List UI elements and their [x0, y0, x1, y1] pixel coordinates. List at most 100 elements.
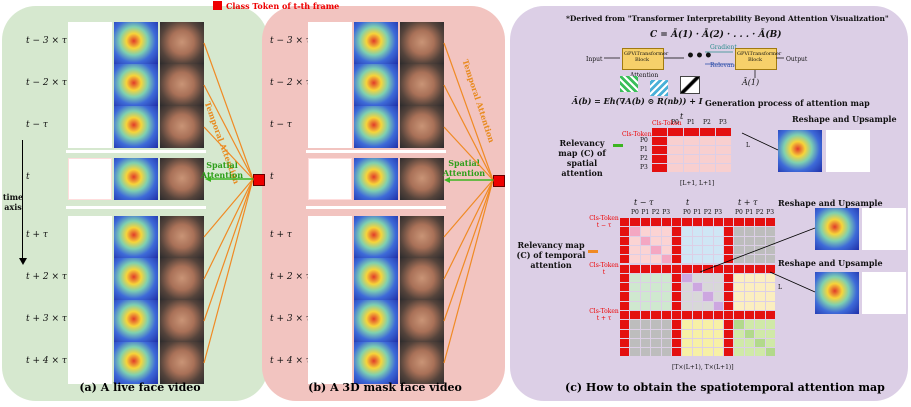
panel_b-landmark-frame-0 — [308, 22, 352, 64]
temporal-cell — [661, 320, 671, 329]
mask-class-token-node — [493, 175, 505, 187]
spatial-cell — [652, 164, 667, 172]
temporal-cell — [620, 236, 630, 245]
temporal-cell — [765, 245, 775, 255]
temporal-cell — [640, 283, 651, 292]
temporal-cell — [630, 273, 640, 283]
temporal-cell — [713, 218, 723, 227]
panel_b-row-label-0: t − 3 × τ — [270, 36, 311, 46]
temporal-cell — [755, 338, 765, 348]
temporal-cell — [692, 348, 703, 357]
panel_b-landmark-frame-3 — [308, 158, 352, 200]
temporal-cell — [640, 264, 651, 273]
temporal-cell — [672, 273, 682, 283]
spatial-cell — [700, 137, 715, 145]
temporal-cell — [755, 218, 765, 227]
panel_a-face-frame-0 — [160, 22, 204, 64]
temporal-cell — [713, 348, 723, 357]
panel_a-landmark-frame-2 — [68, 106, 112, 148]
temporal-cell — [692, 320, 703, 329]
temporal-cell — [661, 273, 671, 283]
panel_b-heatmap-frame-1 — [354, 64, 398, 106]
temporal-cell — [630, 320, 640, 329]
panel_a-row-label-4: t + τ — [26, 230, 48, 240]
temporal-cell — [724, 329, 734, 338]
spatial-cell — [668, 137, 683, 145]
temporal-cell — [744, 273, 755, 283]
temporal-cell — [672, 301, 682, 310]
attention-grid-1 — [620, 76, 638, 92]
panel_a-heatmap-frame-6 — [114, 300, 158, 342]
temporal-cell — [682, 283, 692, 292]
temporal-cell — [620, 218, 630, 227]
temporal-cell — [703, 311, 713, 320]
temporal-cell — [765, 236, 775, 245]
temporal-cell — [682, 311, 692, 320]
attention-grid-3 — [680, 76, 700, 94]
temporal-cell — [765, 301, 775, 310]
temporal-cell — [682, 218, 692, 227]
temporal-cls-row-2: Cls-Token t + τ — [589, 308, 619, 322]
spatial-col-patch-1: P1 — [687, 119, 695, 126]
temporal-cell — [734, 255, 744, 264]
panel_b-landmark-frame-1 — [308, 64, 352, 106]
spatial-dim-label: [L+1, L+1] — [680, 180, 715, 187]
temporal-cell — [724, 301, 734, 310]
temporal-orange-arrow — [588, 250, 598, 253]
temporal-cls-row-1: Cls-Token t — [589, 261, 619, 276]
temporal-cell — [724, 320, 734, 329]
temporal-cell — [640, 245, 651, 255]
temporal-cell — [682, 264, 692, 273]
temporal-landmark-output-2 — [862, 272, 906, 314]
panel_b-heatmap-frame-5 — [354, 258, 398, 300]
temporal-cell — [682, 301, 692, 310]
temporal-cell — [682, 273, 692, 283]
panel_a-separator-top — [66, 150, 206, 153]
temporal-patch-2-2: P2 — [755, 209, 764, 216]
temporal-cell — [703, 245, 713, 255]
panel_b-heatmap-frame-7 — [354, 342, 398, 384]
temporal-cell — [734, 218, 744, 227]
panel_b-row-label-7: t + 4 × τ — [270, 356, 311, 366]
temporal-cell — [765, 264, 775, 273]
temporal-cell — [640, 227, 651, 236]
temporal-cell — [765, 218, 775, 227]
temporal-cell — [651, 283, 661, 292]
panel_a-separator-bottom — [66, 206, 206, 209]
temporal-cell — [692, 218, 703, 227]
panel_b-face-frame-5 — [400, 258, 444, 300]
panel_b-face-frame-3 — [400, 158, 444, 200]
panel_b-row-label-3: t — [270, 172, 274, 182]
temporal-cell — [651, 311, 661, 320]
temporal-cell — [713, 292, 723, 301]
temporal-patch-2-1: P1 — [745, 209, 754, 216]
temporal-cell — [765, 227, 775, 236]
temporal-cell — [620, 245, 630, 255]
temporal-cell — [661, 218, 671, 227]
temporal-cell — [661, 292, 671, 301]
spatial-cell — [700, 164, 715, 172]
temporal-cell — [630, 338, 640, 348]
temporal-group-label-1: t — [686, 198, 690, 207]
temporal-cell — [724, 283, 734, 292]
panel_a-row-label-0: t − 3 × τ — [26, 36, 67, 46]
temporal-cell — [713, 283, 723, 292]
temporal-patch-0-0: P0 — [631, 209, 639, 216]
panel_b-separator-bottom — [306, 206, 446, 209]
temporal-cell — [755, 273, 765, 283]
panel_b-landmark-frame-7 — [308, 342, 352, 384]
temporal-cell — [755, 236, 765, 245]
temporal-cell — [755, 227, 765, 236]
temporal-cell — [651, 236, 661, 245]
temporal-cell — [640, 218, 651, 227]
temporal-cell — [682, 245, 692, 255]
temporal-cell — [734, 227, 744, 236]
temporal-cell — [672, 329, 682, 338]
temporal-cell — [620, 311, 630, 320]
temporal-cell — [682, 255, 692, 264]
time-axis-arrowhead — [19, 258, 27, 265]
temporal-cell — [620, 292, 630, 301]
temporal-cell — [682, 227, 692, 236]
temporal-relevancy-grid — [620, 218, 776, 358]
